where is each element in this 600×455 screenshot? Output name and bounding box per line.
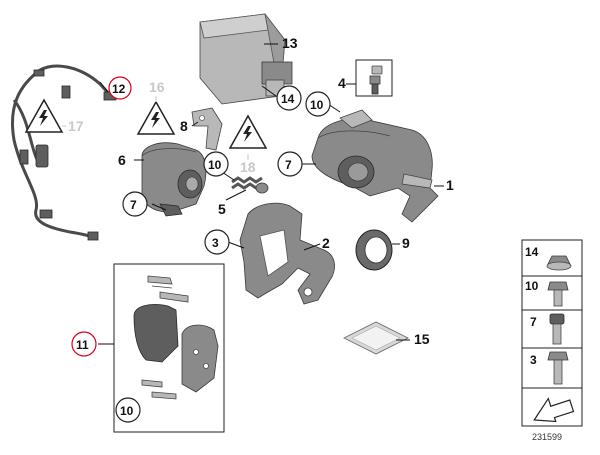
parking-brake-actuator — [141, 142, 207, 217]
label-circle — [204, 229, 230, 255]
bleeder-valve — [369, 65, 383, 95]
grease-packet — [343, 321, 409, 355]
legend-item-3: 3 — [530, 353, 537, 367]
label-circle — [122, 191, 148, 217]
fastener-legend: 14 10 7 3 — [521, 239, 583, 427]
label-circle — [115, 397, 141, 423]
label-circle — [277, 151, 303, 177]
label-10b: 10 — [208, 158, 222, 172]
legend-item-10: 10 — [525, 279, 539, 293]
label-10a: 10 — [310, 98, 324, 112]
label-4: 4 — [338, 75, 346, 91]
warning-icon — [136, 100, 176, 135]
label-7a: 7 — [130, 198, 137, 212]
control-unit — [199, 13, 293, 105]
warning-icon — [24, 98, 64, 133]
bleeder-frame — [355, 59, 393, 97]
legend-item-7: 7 — [530, 315, 537, 329]
label-15: 15 — [414, 331, 430, 347]
label-8: 8 — [180, 118, 188, 134]
hex-bolt-icon — [547, 351, 569, 385]
label-circle — [305, 91, 331, 117]
bracket — [191, 107, 223, 151]
label-13: 13 — [282, 35, 298, 51]
legend-item-14: 14 — [525, 245, 539, 259]
label-16: 16 — [149, 79, 165, 95]
wear-sensor-cable — [10, 64, 117, 241]
label-14: 14 — [281, 92, 295, 106]
reference-number: 231599 — [532, 432, 562, 442]
label-10c: 10 — [120, 404, 134, 418]
highlight-circle — [71, 331, 97, 357]
warning-icon — [228, 114, 268, 149]
bolt-icon — [547, 281, 569, 307]
label-circle — [203, 151, 229, 177]
label-17: 17 — [68, 118, 84, 134]
label-3: 3 — [212, 236, 219, 250]
socket-screw-icon — [549, 313, 565, 345]
leader-lines — [62, 43, 444, 345]
spring-bolt — [231, 176, 269, 194]
flange-nut-icon — [546, 255, 572, 271]
part-labels: 13 4 14 10 12 16 17 18 8 7 6 10 1 7 5 3 … — [68, 35, 454, 423]
seal-ring — [355, 229, 393, 271]
label-12: 12 — [112, 82, 126, 96]
label-11: 11 — [76, 338, 89, 352]
brake-caliper — [311, 109, 439, 223]
label-5: 5 — [218, 201, 226, 217]
label-9: 9 — [402, 235, 410, 251]
label-6: 6 — [118, 152, 126, 168]
caliper-carrier — [239, 202, 335, 305]
label-2: 2 — [322, 235, 330, 251]
arrow-icon — [533, 397, 575, 423]
label-circle — [276, 85, 302, 111]
label-1: 1 — [446, 177, 454, 193]
brake-pad-set — [133, 275, 219, 400]
highlight-circle — [108, 76, 132, 100]
label-7b: 7 — [285, 158, 292, 172]
label-18: 18 — [240, 159, 256, 175]
